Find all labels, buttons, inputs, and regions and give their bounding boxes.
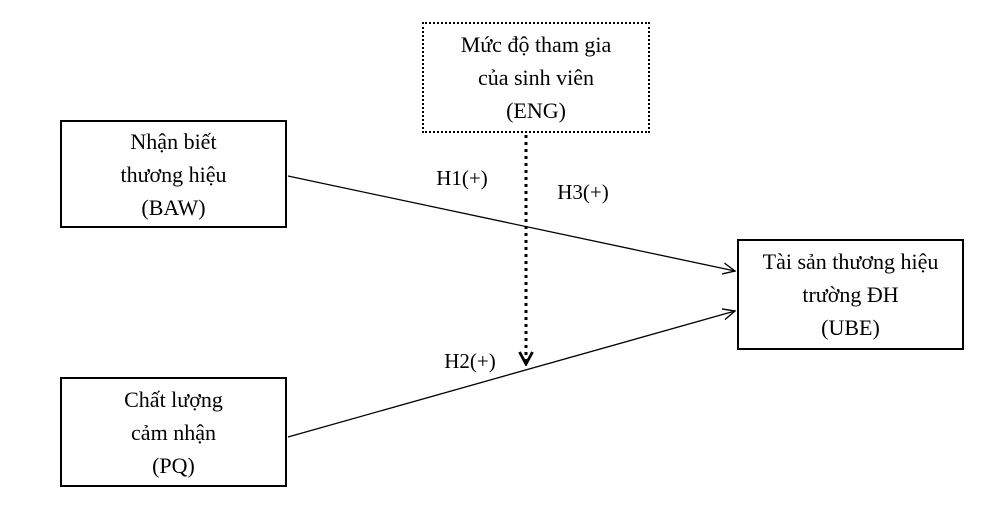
edge-label-h3: H3(+) [557,180,609,204]
node-eng: Mức độ tham gia của sinh viên (ENG) [422,22,650,133]
node-pq-line2: cảm nhận [131,419,216,445]
node-ube: Tài sản thương hiệu trường ĐH (UBE) [737,239,964,350]
h2-arrow [287,311,735,438]
node-baw-line3: (BAW) [141,194,206,220]
node-ube-line3: (UBE) [821,315,880,340]
edge-label-h1: H1(+) [436,166,488,190]
node-eng-line1: Mức độ tham gia [460,32,612,57]
node-pq: Chất lượng cảm nhận (PQ) [60,377,287,487]
node-baw: Nhận biết thương hiệu (BAW) [60,120,287,228]
node-baw-line1: Nhận biết [130,128,217,154]
node-baw-line2: thương hiệu [120,161,227,187]
node-ube-line1: Tài sản thương hiệu [762,249,939,274]
node-pq-line1: Chất lượng [124,386,223,412]
h1-arrow [287,175,735,271]
node-eng-line3: (ENG) [506,98,566,123]
node-eng-line2: của sinh viên [477,65,595,90]
edge-label-h2: H2(+) [444,349,496,373]
node-ube-line2: trường ĐH [802,282,899,307]
node-pq-line3: (PQ) [152,452,195,478]
